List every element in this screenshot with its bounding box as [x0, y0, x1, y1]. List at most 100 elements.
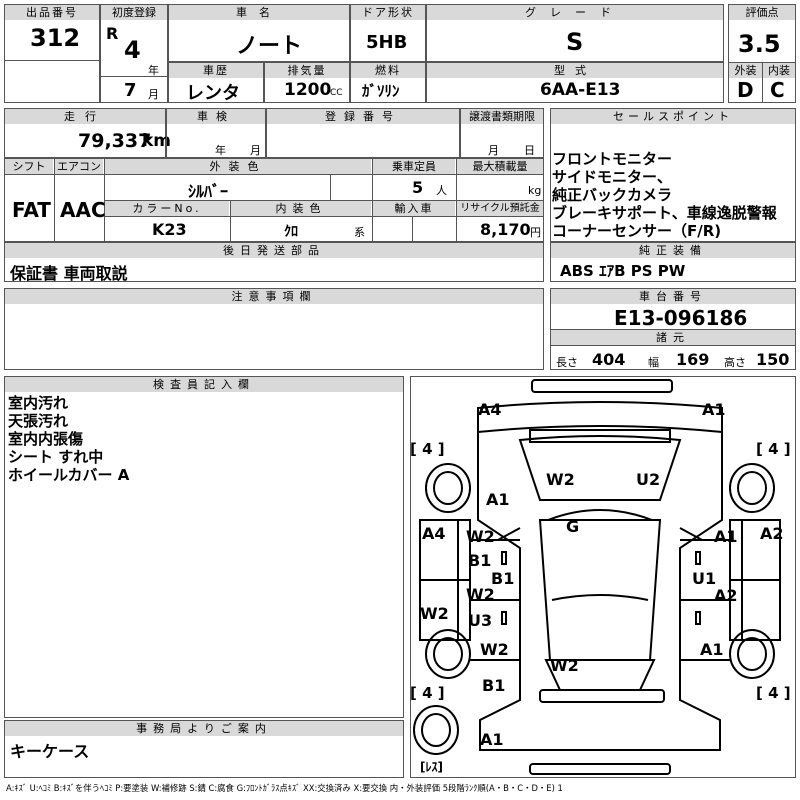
disp-unit: CC — [330, 88, 343, 98]
sales-label: セールスポイント — [551, 109, 795, 124]
grade-value: S — [566, 28, 584, 56]
int-grade: C — [770, 78, 785, 102]
name-label: 車名 — [169, 5, 349, 20]
transfer-cell — [460, 108, 544, 158]
mileage-cell — [4, 108, 166, 158]
left-side — [419, 519, 471, 641]
model-value: 6AA-E13 — [540, 80, 621, 100]
mileage-label: 走行 — [5, 109, 165, 124]
damage-mark: B1 — [491, 569, 515, 588]
windshield — [518, 435, 682, 501]
office-value: キーケース — [10, 742, 90, 761]
front-bumper — [531, 379, 673, 393]
history-value: レンタ — [186, 83, 240, 104]
tire-tread: [ 4 ] — [410, 440, 445, 458]
tire-tread: [ 4 ] — [756, 440, 791, 458]
recycle-value: 8,170 — [480, 220, 531, 239]
intcolor-label: 内装色 — [231, 201, 371, 216]
inspect-cell — [166, 108, 266, 158]
disp-cell — [264, 62, 350, 103]
damage-mark: W2 — [420, 604, 449, 623]
inspect-year: 年 — [215, 144, 226, 157]
car-name: ノート — [236, 34, 303, 59]
later-label: 後日発送部品 — [5, 243, 543, 258]
wheel-rr — [729, 629, 775, 679]
int-label: 内装 — [763, 63, 795, 78]
model-cell — [426, 62, 724, 103]
door-type: 5HB — [366, 32, 408, 53]
legend: A:ｷｽﾞ U:ﾍｺﾐ B:ｷｽﾞを伴うﾍｺﾐ P:要塗装 W:補修跡 S:錆 … — [6, 783, 563, 793]
color-value: ｼﾙﾊﾞｰ — [188, 182, 229, 201]
history-label: 車歴 — [169, 63, 263, 78]
damage-mark: A1 — [702, 400, 726, 419]
damage-mark: A2 — [760, 524, 784, 543]
damage-mark: A2 — [714, 586, 738, 605]
tire-tread: [ 4 ] — [410, 684, 445, 702]
import-label: 輸入車 — [373, 201, 455, 216]
sales-line: コーナーセンサー（F/R) — [552, 222, 722, 240]
damage-mark: A1 — [700, 640, 724, 659]
ext-label: 外装 — [729, 63, 762, 78]
ac-label: エアコン — [55, 159, 103, 174]
wheel-fl — [425, 463, 471, 513]
sales-line: サイドモニター、 — [552, 168, 672, 186]
damage-mark: W2 — [550, 656, 579, 675]
lot-number: 312 — [30, 24, 81, 52]
inspect-month: 月 — [250, 144, 261, 157]
fuel-cell — [350, 62, 426, 103]
shift-value: FAT — [12, 198, 51, 222]
sales-line: フロントモニター — [552, 150, 673, 168]
capacity-label: 乗車定員 — [373, 159, 455, 174]
grille — [529, 429, 671, 443]
office-label: 事務局よりご案内 — [5, 721, 403, 736]
wheel-fr — [729, 463, 775, 513]
history-cell — [168, 62, 264, 103]
inspector-line: 室内汚れ — [8, 394, 69, 412]
score-value: 3.5 — [738, 30, 781, 58]
hgt-label: 高さ — [724, 356, 746, 369]
damage-mark: A1 — [486, 490, 510, 509]
len-value: 404 — [592, 350, 626, 369]
colorno-value: K23 — [152, 220, 187, 239]
damage-mark: A4 — [422, 524, 446, 543]
len-label: 長さ — [556, 356, 578, 369]
sales-cell — [550, 108, 796, 242]
damage-mark: U2 — [636, 470, 661, 489]
later-cell — [4, 242, 544, 282]
reg-month: 7 — [124, 80, 137, 101]
bonnet — [477, 401, 723, 432]
lot-cell — [4, 4, 100, 103]
regno-label: 登録番号 — [267, 109, 459, 124]
damage-mark: B1 — [482, 676, 506, 695]
office-cell — [4, 720, 404, 778]
inspector-line: 室内内張傷 — [8, 430, 84, 448]
door-label: ドア形状 — [351, 5, 425, 20]
chassis-value: E13-096186 — [614, 306, 748, 330]
roof — [538, 519, 662, 661]
damage-mark: W2 — [480, 640, 509, 659]
damage-mark: A1 — [480, 730, 504, 749]
chassis-label: 車台番号 — [551, 289, 795, 304]
equip-cell — [550, 242, 796, 282]
tire-tread: [ 4 ] — [756, 684, 791, 702]
regno-cell — [266, 108, 460, 158]
damage-mark: B1 — [468, 551, 492, 570]
wid-label: 幅 — [648, 356, 659, 369]
inspector-line: シート すれ中 — [8, 448, 104, 466]
damage-mark: W2 — [546, 470, 575, 489]
damage-mark: G — [566, 517, 580, 536]
equip-value: ABS ｴｱB PS PW — [560, 262, 686, 280]
shift-label: シフト — [5, 159, 53, 174]
sales-list: フロントモニター サイドモニター、 純正バックカメラ ブレーキサポート、車線逸脱… — [552, 150, 777, 240]
grade-label: グレード — [427, 5, 723, 20]
damage-mark: U3 — [468, 611, 493, 630]
damage-mark: A4 — [478, 400, 502, 419]
fuel-label: 燃料 — [351, 63, 425, 78]
inspect-label: 車検 — [167, 109, 265, 124]
equip-label: 純正装備 — [551, 243, 795, 258]
wheel-rl — [425, 629, 471, 679]
damage-mark: W2 — [466, 527, 495, 546]
model-label: 型式 — [427, 63, 723, 78]
transfer-label: 譲渡書類期限 — [461, 109, 543, 124]
intcolor-value: ｸﾛ — [284, 224, 298, 240]
